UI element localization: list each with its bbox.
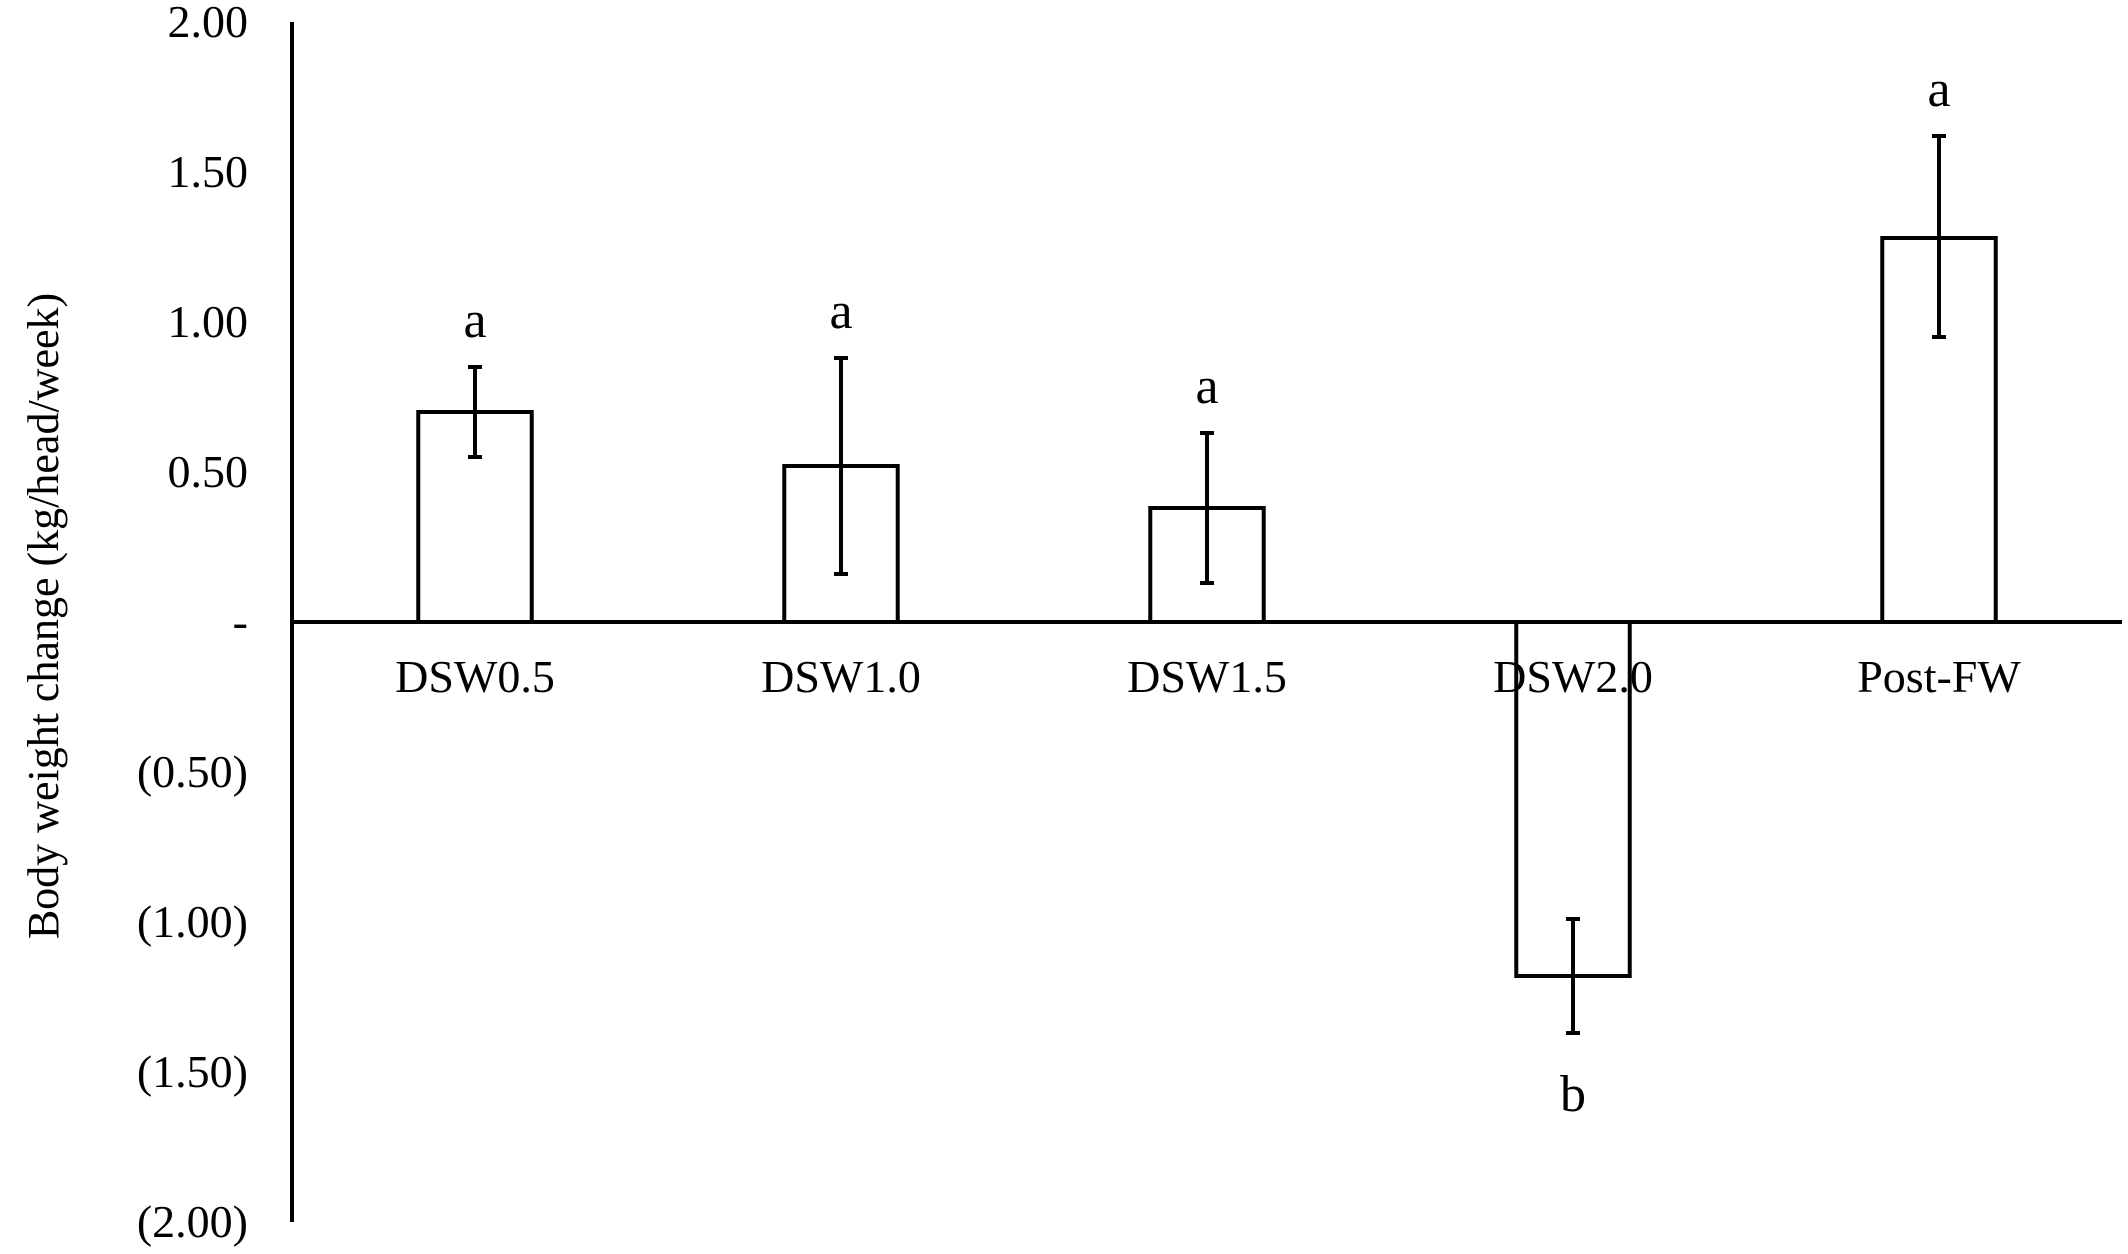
error-bar: [1566, 917, 1580, 1035]
y-tick-label: (1.50): [137, 1046, 248, 1097]
significance-letter: a: [829, 283, 852, 340]
x-category-label: Post-FW: [1857, 651, 2021, 702]
y-tick-label: (2.00): [137, 1196, 248, 1247]
error-bar: [1200, 431, 1214, 585]
y-tick-label: -: [233, 596, 248, 647]
y-tick-label: 1.50: [168, 146, 249, 197]
y-tick-label: (1.00): [137, 896, 248, 947]
x-category-label: DSW1.0: [761, 651, 921, 702]
y-tick-label: 0.50: [168, 446, 249, 497]
error-bar: [468, 365, 482, 459]
x-category-label: DSW2.0: [1493, 651, 1653, 702]
bars: [416, 236, 1998, 978]
error-bars: [468, 134, 1946, 1035]
y-tick-label: 2.00: [168, 0, 249, 47]
y-tick-labels: 2.00 1.50 1.00 0.50 - (0.50) (1.00) (1.50) (2.00…: [137, 0, 248, 1247]
significance-letter: a: [1195, 358, 1218, 415]
y-tick-label: 1.00: [168, 296, 249, 347]
y-tick-label: (0.50): [137, 746, 248, 797]
y-axis-title: Body weight change (kg/head/week): [19, 293, 68, 939]
error-bar: [834, 356, 848, 576]
significance-letter: a: [463, 292, 486, 349]
significance-letter: b: [1560, 1066, 1586, 1123]
x-category-label: DSW1.5: [1127, 651, 1287, 702]
category-labels: DSW0.5 DSW1.0 DSW1.5 DSW2.0 Post-FW: [395, 651, 2021, 702]
error-bar: [1932, 134, 1946, 339]
significance-labels: a a a b a: [463, 61, 1950, 1123]
x-category-label: DSW0.5: [395, 651, 555, 702]
significance-letter: a: [1927, 61, 1950, 118]
